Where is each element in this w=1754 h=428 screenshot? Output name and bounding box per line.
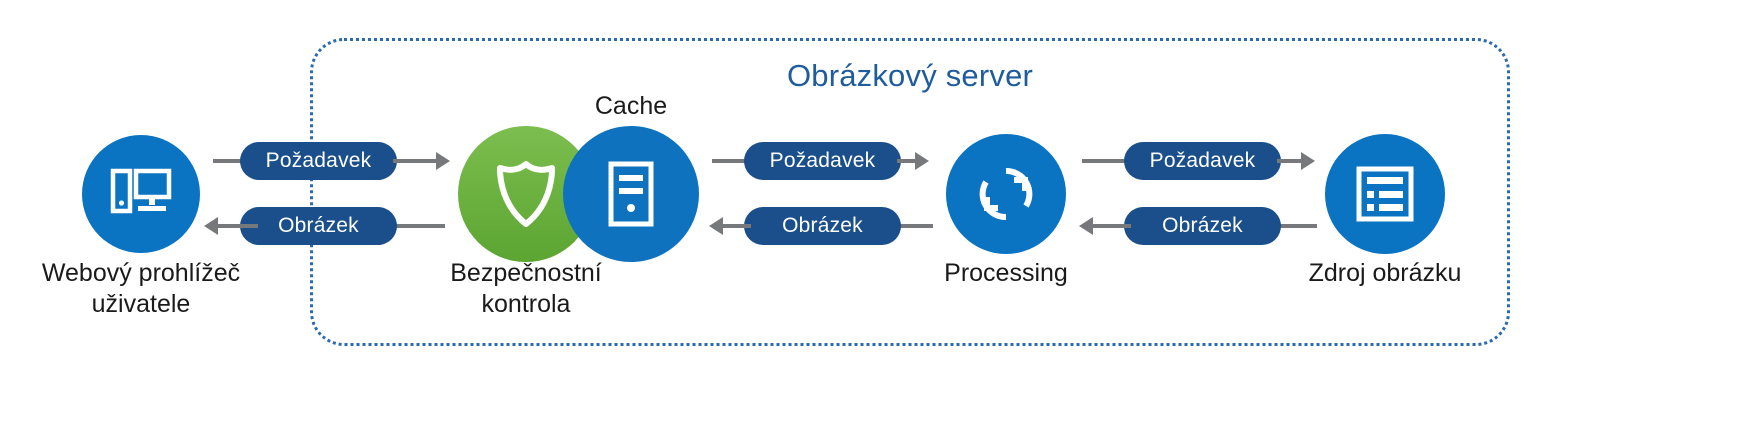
node-browser-label: Webový prohlížeč uživatele [41, 259, 241, 318]
node-processing-label: Processing [944, 259, 1068, 287]
document-icon [1355, 165, 1415, 223]
flow3-response-line-left [1093, 224, 1131, 228]
image-server-boundary [310, 38, 1510, 346]
flow1-request-pill[interactable]: Požadavek [240, 142, 397, 180]
node-source-label: Zdroj obrázku [1308, 259, 1462, 287]
flow1-request-line-left [213, 159, 259, 163]
flow1-request-line-right [393, 159, 438, 163]
node-browser[interactable] [82, 135, 200, 253]
image-server-title: Obrázkový server [786, 58, 1034, 93]
node-cache-label: Cache [594, 92, 668, 120]
flow2-request-arrowhead [915, 152, 929, 170]
monitor-icon [110, 166, 172, 222]
flow3-response-label: Obrázek [1162, 214, 1243, 237]
flow2-response-line-right [897, 224, 933, 228]
flow2-response-pill[interactable]: Obrázek [744, 207, 901, 245]
node-security-label: Bezpečnostní kontrola [450, 259, 602, 318]
flow2-request-line-left [712, 159, 758, 163]
flow1-response-pill[interactable]: Obrázek [240, 207, 397, 245]
flow1-response-arrowhead [204, 217, 218, 235]
server-icon [606, 160, 656, 228]
flow1-response-line-left [218, 224, 258, 228]
flow2-response-arrowhead [709, 217, 723, 235]
flow1-request-arrowhead [436, 152, 450, 170]
flow2-response-line-left [723, 224, 751, 228]
flow3-response-line-right [1277, 224, 1317, 228]
flow3-request-pill[interactable]: Požadavek [1124, 142, 1281, 180]
flow3-request-arrowhead [1301, 152, 1315, 170]
flow2-response-label: Obrázek [782, 214, 863, 237]
node-source[interactable] [1325, 134, 1445, 254]
node-processing[interactable] [946, 134, 1066, 254]
flow3-response-arrowhead [1079, 217, 1093, 235]
flow3-request-label: Požadavek [1149, 149, 1256, 172]
flow1-response-label: Obrázek [278, 214, 359, 237]
node-cache[interactable] [563, 126, 699, 262]
flow1-request-label: Požadavek [265, 149, 372, 172]
flow2-request-line-right [897, 159, 919, 163]
flow3-response-pill[interactable]: Obrázek [1124, 207, 1281, 245]
flow3-request-line-left [1082, 159, 1128, 163]
flow1-response-line-right [393, 224, 445, 228]
sync-icon [974, 162, 1038, 226]
flow3-request-line-right [1277, 159, 1305, 163]
shield-icon [493, 158, 559, 230]
flow2-request-label: Požadavek [769, 149, 876, 172]
flow2-request-pill[interactable]: Požadavek [744, 142, 901, 180]
